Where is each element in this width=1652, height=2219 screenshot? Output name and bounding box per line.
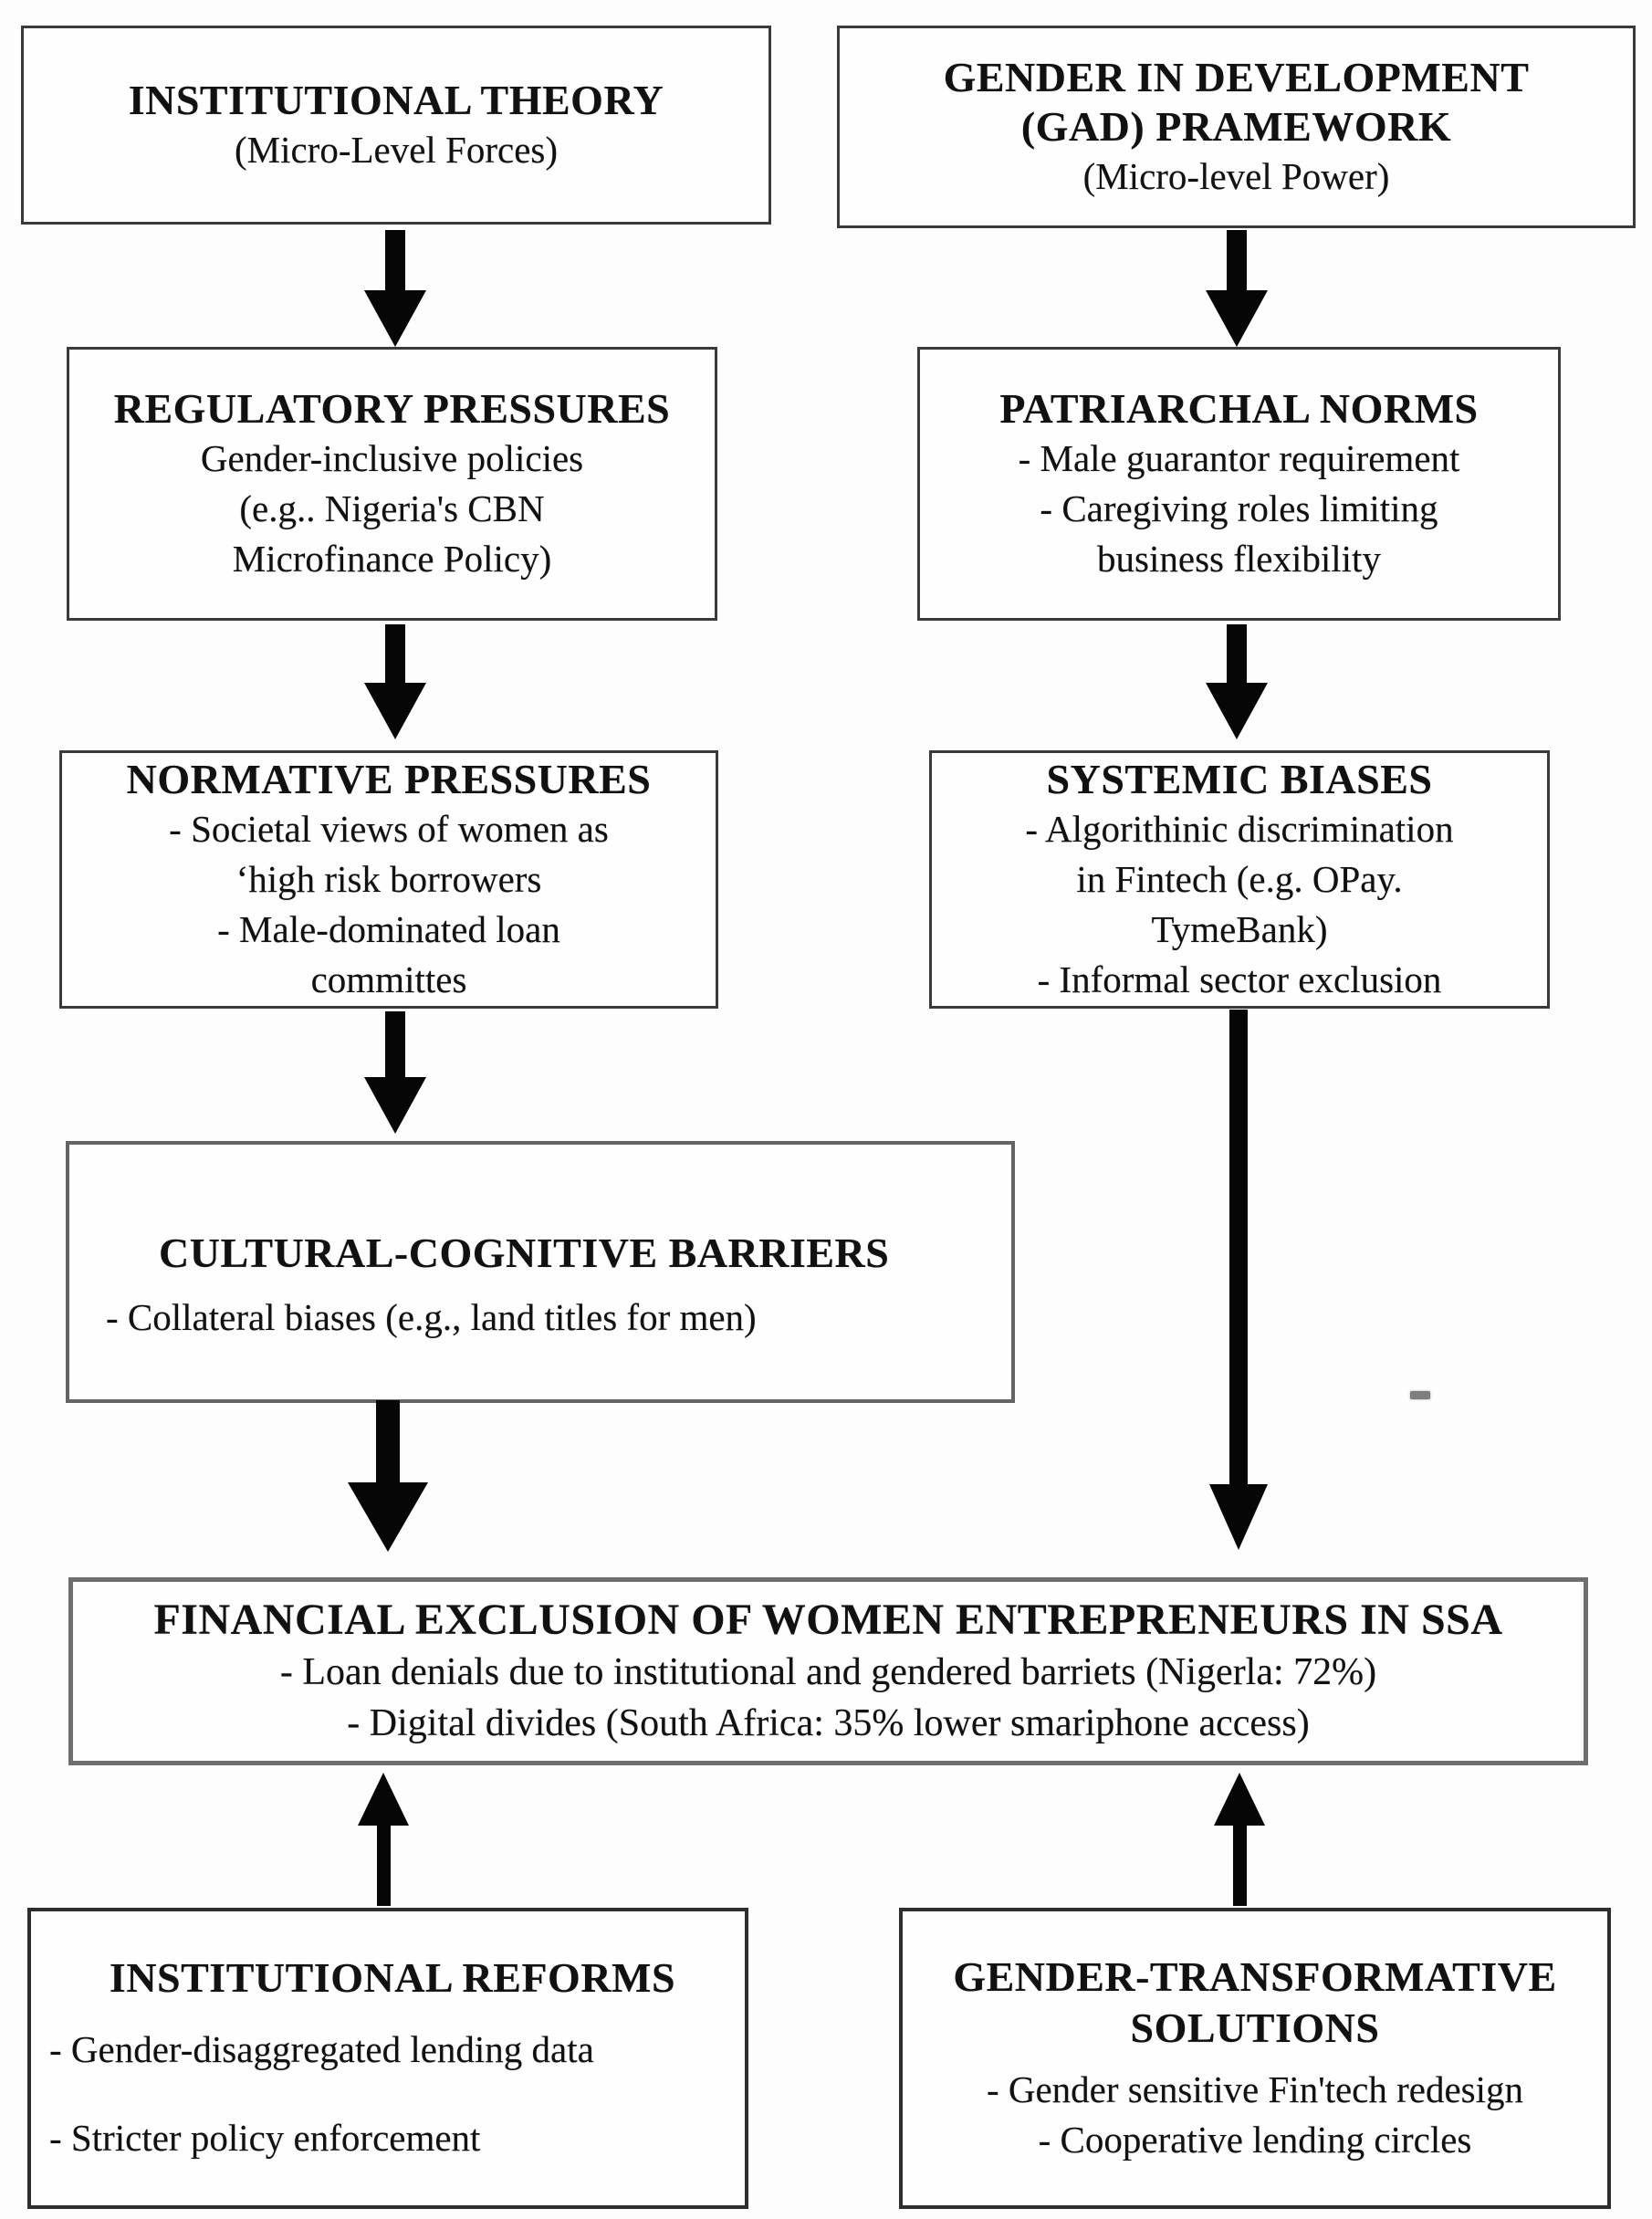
- bullet-line: - Informal sector exclusion: [1037, 958, 1442, 1000]
- arrow-up-head: [1214, 1773, 1265, 1826]
- bullet-line: - Digital divides (South Africa: 35% low…: [347, 1702, 1310, 1744]
- arrow-shaft: [385, 1011, 405, 1077]
- arrow-solutions-to-financial: [1214, 1773, 1265, 1906]
- arrow-institutional-to-regulatory: [364, 230, 426, 347]
- box-normative-pressures-title: NORMATIVE PRESSURES: [126, 755, 652, 802]
- box-systemic-biases: SYSTEMIC BIASES - Algorithinic discrimin…: [929, 750, 1550, 1009]
- box-institutional-theory-title: INSTITUTIONAL THEORY: [128, 76, 664, 123]
- arrow-down-head: [348, 1482, 428, 1552]
- bullet-line: - Stricter policy enforcement: [49, 2117, 481, 2159]
- arrow-shaft: [1227, 230, 1247, 290]
- box-systemic-biases-title: SYSTEMIC BIASES: [1046, 755, 1433, 802]
- box-cultural-cognitive-barriers: CULTURAL-COGNITIVE BARRIERS - Collateral…: [66, 1141, 1015, 1403]
- box-normative-pressures: NORMATIVE PRESSURES - Societal views of …: [59, 750, 718, 1009]
- bullet-line: - Algorithinic discrimination: [1025, 807, 1454, 850]
- box-institutional-theory-subtitle: (Micro-Level Forces): [234, 128, 559, 171]
- bullet-line: committes: [310, 958, 467, 1000]
- box-institutional-reforms-title: INSTITUTIONAL REFORMS: [109, 1954, 676, 2001]
- arrow-shaft: [385, 624, 405, 683]
- box-cultural-cognitive-barriers-title: CULTURAL-COGNITIVE BARRIERS: [159, 1230, 890, 1276]
- box-financial-exclusion-title: FINANCIAL EXCLUSION OF WOMEN ENTREPRENEU…: [153, 1596, 1503, 1644]
- arrow-down-head: [364, 1077, 426, 1134]
- box-institutional-reforms: INSTITUTIONAL REFORMS - Gender-disaggreg…: [27, 1908, 748, 2209]
- bullet-line: Gender-inclusive policies: [200, 436, 584, 479]
- bullet-line: - Male-dominated loan: [217, 907, 560, 950]
- bullet-line: in Fintech (e.g. OPay.: [1076, 857, 1403, 900]
- arrow-shaft: [385, 230, 405, 290]
- stray-scan-mark: [1410, 1391, 1430, 1399]
- arrow-shaft: [1227, 624, 1247, 683]
- box-gad-framework: GENDER IN DEVELOPMENT (GAD) PRAMEWORK (M…: [837, 26, 1636, 228]
- box-regulatory-pressures-title: REGULATORY PRESSURES: [113, 384, 671, 432]
- arrow-cultural-to-financial: [348, 1400, 428, 1552]
- arrow-down-head: [364, 290, 426, 347]
- bullet-line: - Loan denials due to institutional and …: [279, 1651, 1377, 1693]
- box-gad-framework-subtitle: (Micro-level Power): [1082, 154, 1390, 197]
- arrow-down-head: [1209, 1484, 1268, 1550]
- bullet-line: ‘high risk borrowers: [235, 857, 542, 900]
- arrow-normative-to-cultural: [364, 1011, 426, 1134]
- arrow-patriarchal-to-systemic: [1206, 624, 1268, 739]
- bullet-group: - Gender sensitive Fin'tech redesign - C…: [987, 2065, 1523, 2165]
- arrow-down-head: [1206, 290, 1268, 347]
- arrow-regulatory-to-normative: [364, 624, 426, 739]
- bullet-line: business flexibility: [1097, 537, 1381, 580]
- box-financial-exclusion: FINANCIAL EXCLUSION OF WOMEN ENTREPRENEU…: [68, 1577, 1588, 1765]
- arrow-shaft: [376, 1826, 391, 1906]
- bullet-line: - Gender sensitive Fin'tech redesign: [986, 2068, 1524, 2110]
- arrow-systemic-to-financial: [1209, 1010, 1268, 1550]
- box-patriarchal-norms-title: PATRIARCHAL NORMS: [999, 384, 1479, 432]
- arrow-shaft: [1229, 1010, 1248, 1484]
- bullet-line: - Gender-disaggregated lending data: [49, 2028, 594, 2070]
- bullet-line: - Caregiving roles limiting: [1040, 487, 1438, 529]
- bullet-line: - Cooperative lending circles: [1038, 2119, 1472, 2161]
- bullet-line: (e.g.. Nigeria's CBN: [239, 487, 545, 529]
- box-institutional-theory: INSTITUTIONAL THEORY (Micro-Level Forces…: [21, 26, 771, 225]
- bullet-line: - Collateral biases (e.g., land titles f…: [106, 1296, 757, 1338]
- bullet-line: Microfinance Policy): [232, 537, 552, 580]
- bullet-line: - Societal views of women as: [169, 807, 609, 850]
- arrow-gad-to-patriarchal: [1206, 230, 1268, 347]
- arrow-up-head: [358, 1773, 409, 1826]
- arrow-shaft: [376, 1400, 400, 1482]
- box-gad-framework-title-line1: GENDER IN DEVELOPMENT: [943, 53, 1530, 100]
- bullet-line: TymeBank): [1151, 907, 1328, 950]
- box-gender-transformative-solutions: GENDER-TRANSFORMATIVE SOLUTIONS - Gender…: [899, 1908, 1611, 2209]
- box-regulatory-pressures: REGULATORY PRESSURES Gender-inclusive po…: [67, 347, 717, 621]
- arrow-down-head: [1206, 683, 1268, 739]
- bullet-line: - Male guarantor requirement: [1018, 436, 1460, 479]
- arrow-reforms-to-financial: [358, 1773, 409, 1906]
- box-gad-framework-title-line2: (GAD) PRAMEWORK: [1020, 102, 1452, 150]
- arrow-down-head: [364, 683, 426, 739]
- box-gender-transformative-solutions-title-line1: GENDER-TRANSFORMATIVE: [953, 1953, 1557, 2000]
- box-gender-transformative-solutions-title-line2: SOLUTIONS: [1130, 2004, 1380, 2051]
- box-patriarchal-norms: PATRIARCHAL NORMS - Male guarantor requi…: [917, 347, 1561, 621]
- arrow-shaft: [1232, 1826, 1247, 1906]
